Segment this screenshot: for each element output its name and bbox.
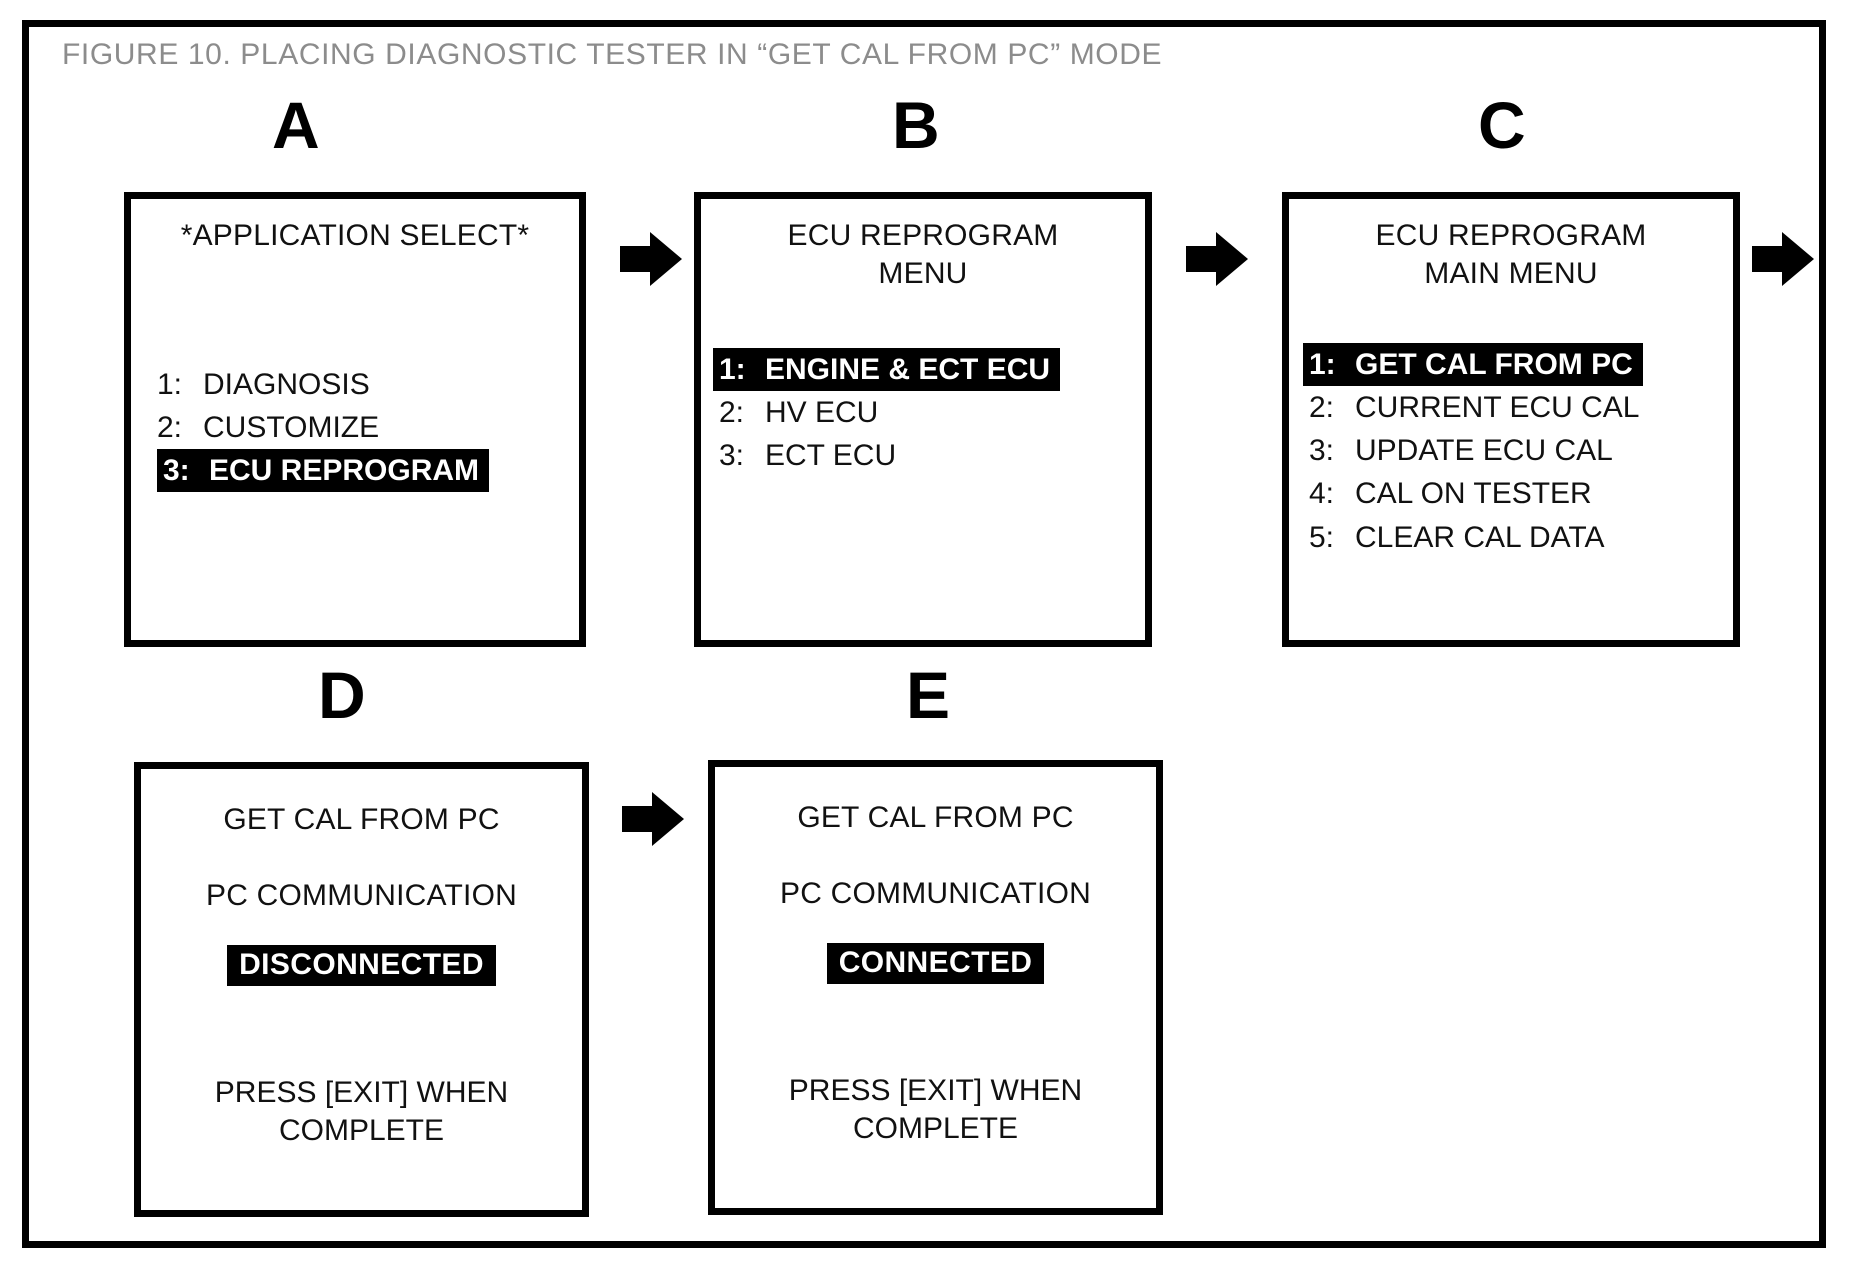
screen-panel-c: ECU REPROGRAM MAIN MENU 1: GET CAL FROM P… [1282, 192, 1740, 647]
panel-d-title: GET CAL FROM PC [223, 803, 500, 836]
figure-caption: FIGURE 10. PLACING DIAGNOSTIC TESTER IN … [62, 38, 1163, 71]
panel-a-title: *APPLICATION SELECT* [180, 219, 530, 252]
panel-c-menu: 1: GET CAL FROM PC 2: CURRENT ECU CAL 3: UP… [1303, 343, 1733, 558]
menu-item-engine-ect-ecu[interactable]: 1: ENGINE & ECT ECU [713, 348, 1145, 392]
screen-panel-a: *APPLICATION SELECT* 1: DIAGNOSIS 2: CUSTO… [124, 192, 586, 647]
panel-d-footer: PRESS [EXIT] WHEN COMPLETE [214, 1076, 509, 1147]
menu-item-label: UPDATE ECU CAL [1355, 434, 1613, 468]
panel-e-title: GET CAL FROM PC [797, 801, 1074, 834]
arrow-b-to-c-icon [1186, 232, 1248, 286]
menu-item-number: 1: [1309, 348, 1336, 382]
menu-item-diagnosis[interactable]: 1: DIAGNOSIS [157, 363, 579, 406]
panel-letter-d: D [318, 658, 366, 732]
panel-b-title: ECU REPROGRAM MENU [787, 219, 1059, 291]
menu-item-number: 1: [157, 368, 183, 402]
menu-item-number: 2: [719, 396, 745, 430]
menu-item-number: 5: [1309, 520, 1335, 554]
menu-item-label: HV ECU [765, 396, 879, 430]
panel-letter-e: E [906, 658, 951, 732]
menu-item-number: 2: [157, 411, 183, 445]
menu-item-label: CLEAR CAL DATA [1355, 520, 1605, 554]
panel-a-menu: 1: DIAGNOSIS 2: CUSTOMIZE 3: ECU REPROGRAM [157, 363, 579, 493]
menu-item-label: ECU REPROGRAM [209, 454, 480, 488]
arrow-d-to-e-icon [622, 792, 684, 846]
menu-item-label: CUSTOMIZE [203, 411, 380, 445]
panel-letter-b: B [892, 88, 940, 162]
screen-panel-d: GET CAL FROM PC PC COMMUNICATION DISCONN… [134, 762, 589, 1217]
menu-item-customize[interactable]: 2: CUSTOMIZE [157, 406, 579, 449]
menu-item-number: 2: [1309, 391, 1335, 425]
screen-panel-b: ECU REPROGRAM MENU 1: ENGINE & ECT ECU 2:… [694, 192, 1152, 647]
panel-e-footer: PRESS [EXIT] WHEN COMPLETE [788, 1074, 1083, 1145]
menu-item-label: ECT ECU [765, 439, 897, 473]
menu-item-clear-cal-data[interactable]: 5: CLEAR CAL DATA [1309, 516, 1733, 559]
panel-letter-a: A [272, 88, 320, 162]
menu-item-number: 3: [163, 454, 190, 488]
menu-item-number: 3: [1309, 434, 1335, 468]
menu-item-label: CAL ON TESTER [1355, 477, 1592, 511]
menu-item-label: DIAGNOSIS [203, 368, 370, 402]
menu-item-number: 1: [719, 353, 746, 387]
menu-item-cal-on-tester[interactable]: 4: CAL ON TESTER [1309, 472, 1733, 515]
panel-d-subtitle: PC COMMUNICATION [206, 879, 517, 913]
panel-letter-c: C [1478, 88, 1526, 162]
panel-e-subtitle: PC COMMUNICATION [780, 877, 1091, 911]
menu-item-hv-ecu[interactable]: 2: HV ECU [719, 391, 1145, 434]
menu-item-label: ENGINE & ECT ECU [765, 353, 1051, 387]
menu-item-current-ecu-cal[interactable]: 2: CURRENT ECU CAL [1309, 386, 1733, 429]
menu-item-number: 3: [719, 439, 745, 473]
panel-e-status-row: CONNECTED [715, 943, 1156, 985]
menu-item-label: GET CAL FROM PC [1355, 348, 1633, 382]
status-badge: DISCONNECTED [227, 945, 496, 987]
screen-panel-e: GET CAL FROM PC PC COMMUNICATION CONNECT… [708, 760, 1163, 1215]
arrow-a-to-b-icon [620, 232, 682, 286]
menu-item-get-cal-from-pc[interactable]: 1: GET CAL FROM PC [1303, 343, 1733, 387]
menu-item-label: CURRENT ECU CAL [1355, 391, 1640, 425]
panel-d-status-row: DISCONNECTED [141, 945, 582, 987]
arrow-c-to-d-icon [1752, 232, 1814, 286]
panel-c-title: ECU REPROGRAM MAIN MENU [1375, 219, 1647, 291]
menu-item-number: 4: [1309, 477, 1335, 511]
menu-item-update-ecu-cal[interactable]: 3: UPDATE ECU CAL [1309, 429, 1733, 472]
panel-b-menu: 1: ENGINE & ECT ECU 2: HV ECU 3: ECT ECU [713, 348, 1145, 477]
status-badge: CONNECTED [826, 943, 1045, 985]
menu-item-ect-ecu[interactable]: 3: ECT ECU [719, 434, 1145, 477]
menu-item-ecu-reprogram[interactable]: 3: ECU REPROGRAM [157, 449, 579, 493]
